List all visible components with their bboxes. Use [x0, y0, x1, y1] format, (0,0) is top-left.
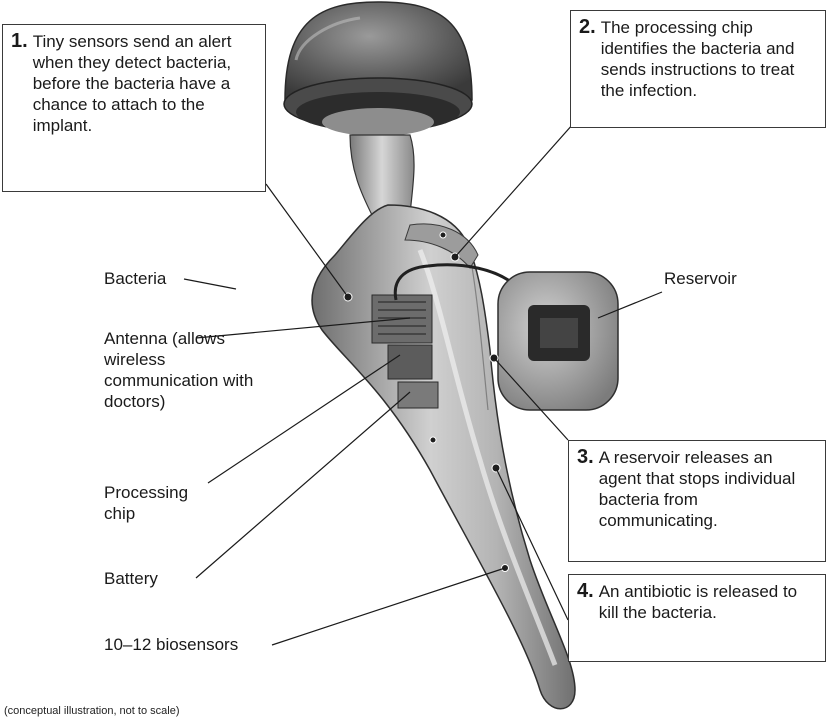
label-biosensors: 10–12 biosensors: [104, 634, 238, 655]
label-reservoir: Reservoir: [664, 268, 737, 289]
callout-3: 3. A reservoir releases an agent that st…: [568, 440, 826, 562]
implant-reservoir: [498, 272, 618, 410]
callout-text: An antibiotic is released to kill the ba…: [599, 581, 817, 623]
callout-number: 3.: [577, 447, 594, 468]
implant-cup: [284, 2, 472, 136]
callout-number: 4.: [577, 581, 594, 602]
callout-text: The processing chip identifies the bacte…: [601, 17, 817, 101]
callout-text: A reservoir releases an agent that stops…: [599, 447, 817, 531]
label-processing-chip: Processing chip: [104, 482, 214, 524]
label-bacteria: Bacteria: [104, 268, 166, 289]
label-battery: Battery: [104, 568, 158, 589]
callout-number: 1.: [11, 31, 28, 52]
footnote: (conceptual illustration, not to scale): [4, 704, 179, 718]
label-antenna: Antenna (allows wireless communication w…: [104, 328, 264, 412]
callout-4: 4. An antibiotic is released to kill the…: [568, 574, 826, 662]
callout-text: Tiny sensors send an alert when they det…: [33, 31, 257, 136]
callout-1: 1. Tiny sensors send an alert when they …: [2, 24, 266, 192]
callout-2: 2. The processing chip identifies the ba…: [570, 10, 826, 128]
implant-neck: [350, 135, 414, 215]
callout-number: 2.: [579, 17, 596, 38]
